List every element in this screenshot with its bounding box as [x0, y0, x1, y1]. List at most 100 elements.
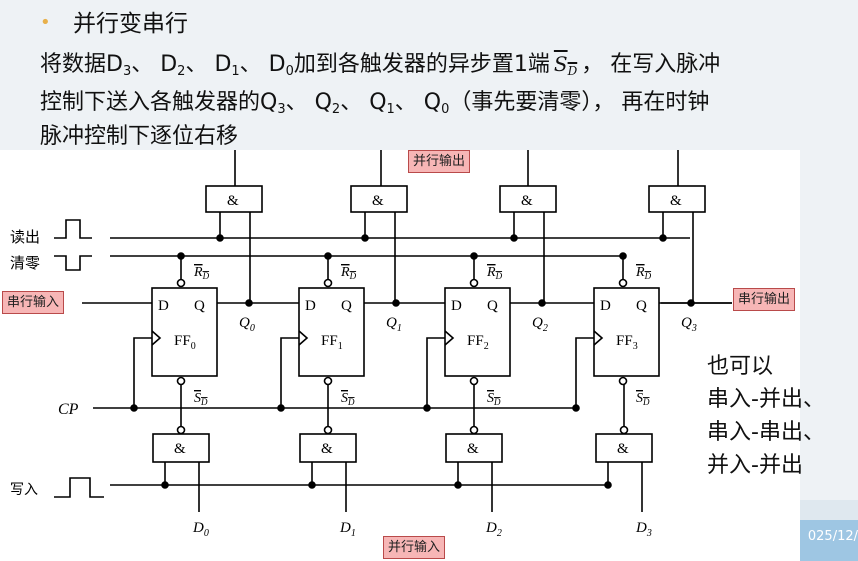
read-and-gate-1	[350, 185, 408, 213]
read-and-gate-3	[648, 185, 706, 213]
ff-sd-label-3: SD	[636, 391, 650, 407]
d-input-label-3: D3	[635, 520, 652, 539]
write-junction-3	[604, 481, 612, 489]
ff-rd-bubble-3	[618, 278, 628, 288]
clear-junction-3	[619, 252, 627, 260]
ff-d-label-1: D	[305, 298, 316, 314]
ff-d-label-2: D	[451, 298, 462, 314]
ff-rd-label-2: RD	[486, 265, 503, 281]
ff-sd-label-2: SD	[487, 391, 501, 407]
cp-label: CP	[58, 401, 79, 418]
cp-junction-3	[572, 404, 580, 412]
serial-in-tag: 串行输入	[2, 291, 65, 314]
side-note-1: 也可以	[707, 354, 774, 379]
read-gate-symbol-1: &	[372, 193, 384, 209]
ff-rd-label-3: RD	[635, 265, 652, 281]
ff-box-3	[593, 287, 660, 377]
parallel-out-tag: 并行输出	[408, 150, 471, 173]
ff-q-label-2: Q	[487, 298, 498, 314]
flip-flop-stage-3: D Q FF3 RD SD Q3 & & D3	[572, 185, 732, 539]
paragraph-line-2: 控制下送入各触发器的Q3、 Q2、 Q1、 Q0（事先要清零）， 再在时钟	[40, 90, 710, 117]
write-gate-bubble-2	[469, 425, 479, 435]
ff-rd-bubble-2	[469, 278, 479, 288]
ff-rd-bubble-0	[176, 278, 186, 288]
ff-d-label-3: D	[600, 298, 611, 314]
write-gate-symbol-2: &	[467, 441, 479, 457]
read-gate-symbol-3: &	[670, 193, 682, 209]
cp-junction-2	[423, 404, 431, 412]
flip-flop-stage-0: D Q FF0 RD SD Q0 & & D0	[130, 185, 299, 539]
d-input-label-0: D0	[192, 520, 209, 539]
ff-box-2	[444, 287, 511, 377]
ff-sd-bubble-0	[176, 376, 186, 386]
ff-clock-mark-0	[151, 330, 162, 346]
bullet-dot: •	[40, 12, 51, 33]
paragraph-line-3: 脉冲控制下逐位右移	[40, 124, 239, 149]
d-input-label-2: D2	[485, 520, 502, 539]
shift-register-circuit: D Q FF0 RD SD Q0 & & D0 D Q FF1 RD SD Q1 & & D1 D Q FF2 RD SD Q…	[0, 150, 800, 561]
ff-sd-label-0: SD	[194, 391, 208, 407]
q-output-label-1: Q1	[386, 315, 402, 334]
write-gate-symbol-0: &	[174, 441, 186, 457]
slide-title: 并行变串行	[73, 11, 188, 37]
clear-junction-1	[324, 252, 332, 260]
q-output-label-0: Q0	[239, 315, 255, 334]
write-junction-2	[454, 481, 462, 489]
read-gate-symbol-2: &	[521, 193, 533, 209]
circuit-marks: D Q FF0 RD SD Q0 & & D0 D Q FF1 RD SD Q1 & & D1 D Q FF2 RD SD Q…	[130, 185, 732, 539]
ff-sd-bubble-1	[323, 376, 333, 386]
ff-q-label-3: Q	[636, 298, 647, 314]
ff-name-2: FF2	[467, 333, 489, 352]
read-and-gate-0	[205, 185, 263, 213]
q-junction-1	[392, 299, 400, 307]
write-and-gate-0	[152, 433, 210, 463]
ff-name-3: FF3	[616, 333, 638, 352]
side-note-3: 串入-串出、	[707, 420, 825, 445]
q-output-label-3: Q3	[681, 315, 697, 334]
ff-rd-bubble-1	[323, 278, 333, 288]
write-gate-bubble-3	[619, 425, 629, 435]
write-and-gate-1	[299, 433, 357, 463]
clear-label: 清零	[10, 254, 40, 272]
ff-q-label-0: Q	[194, 298, 205, 314]
serial-out-tag: 串行输出	[733, 288, 796, 311]
ff-sd-bubble-2	[469, 376, 479, 386]
ff-sd-bubble-3	[618, 376, 628, 386]
ff-q-label-1: Q	[341, 298, 352, 314]
write-gate-symbol-1: &	[321, 441, 333, 457]
write-gate-bubble-0	[176, 425, 186, 435]
ff-clock-mark-2	[444, 330, 455, 346]
clear-junction-0	[177, 252, 185, 260]
write-gate-symbol-3: &	[617, 441, 629, 457]
side-note-2: 串入-并出、	[707, 387, 825, 412]
ff-rd-label-1: RD	[340, 265, 357, 281]
cp-junction-1	[277, 404, 285, 412]
read-junction-1	[361, 234, 369, 242]
q-junction-0	[245, 299, 253, 307]
read-gate-symbol-0: &	[227, 193, 239, 209]
read-junction-3	[659, 234, 667, 242]
ff-name-1: FF1	[321, 333, 343, 352]
ff-box-1	[298, 287, 365, 377]
ff-d-label-0: D	[158, 298, 169, 314]
ff-rd-label-0: RD	[193, 265, 210, 281]
write-junction-1	[308, 481, 316, 489]
flip-flop-stage-1: D Q FF1 RD SD Q1 & & D1	[277, 185, 445, 539]
write-gate-bubble-1	[323, 425, 333, 435]
write-label: 写入	[10, 482, 38, 498]
cp-junction-0	[130, 404, 138, 412]
ff-sd-label-1: SD	[341, 391, 355, 407]
read-junction-0	[216, 234, 224, 242]
parallel-in-tag: 并行输入	[383, 536, 446, 559]
wiring	[54, 150, 732, 498]
read-label: 读出	[10, 228, 40, 246]
date-footer: 025/12/	[807, 529, 858, 544]
ff-name-0: FF0	[174, 333, 196, 352]
ff-clock-mark-3	[593, 330, 604, 346]
side-note-4: 并入-并出	[707, 453, 803, 478]
read-junction-2	[510, 234, 518, 242]
d-input-label-1: D1	[339, 520, 356, 539]
clear-junction-2	[470, 252, 478, 260]
